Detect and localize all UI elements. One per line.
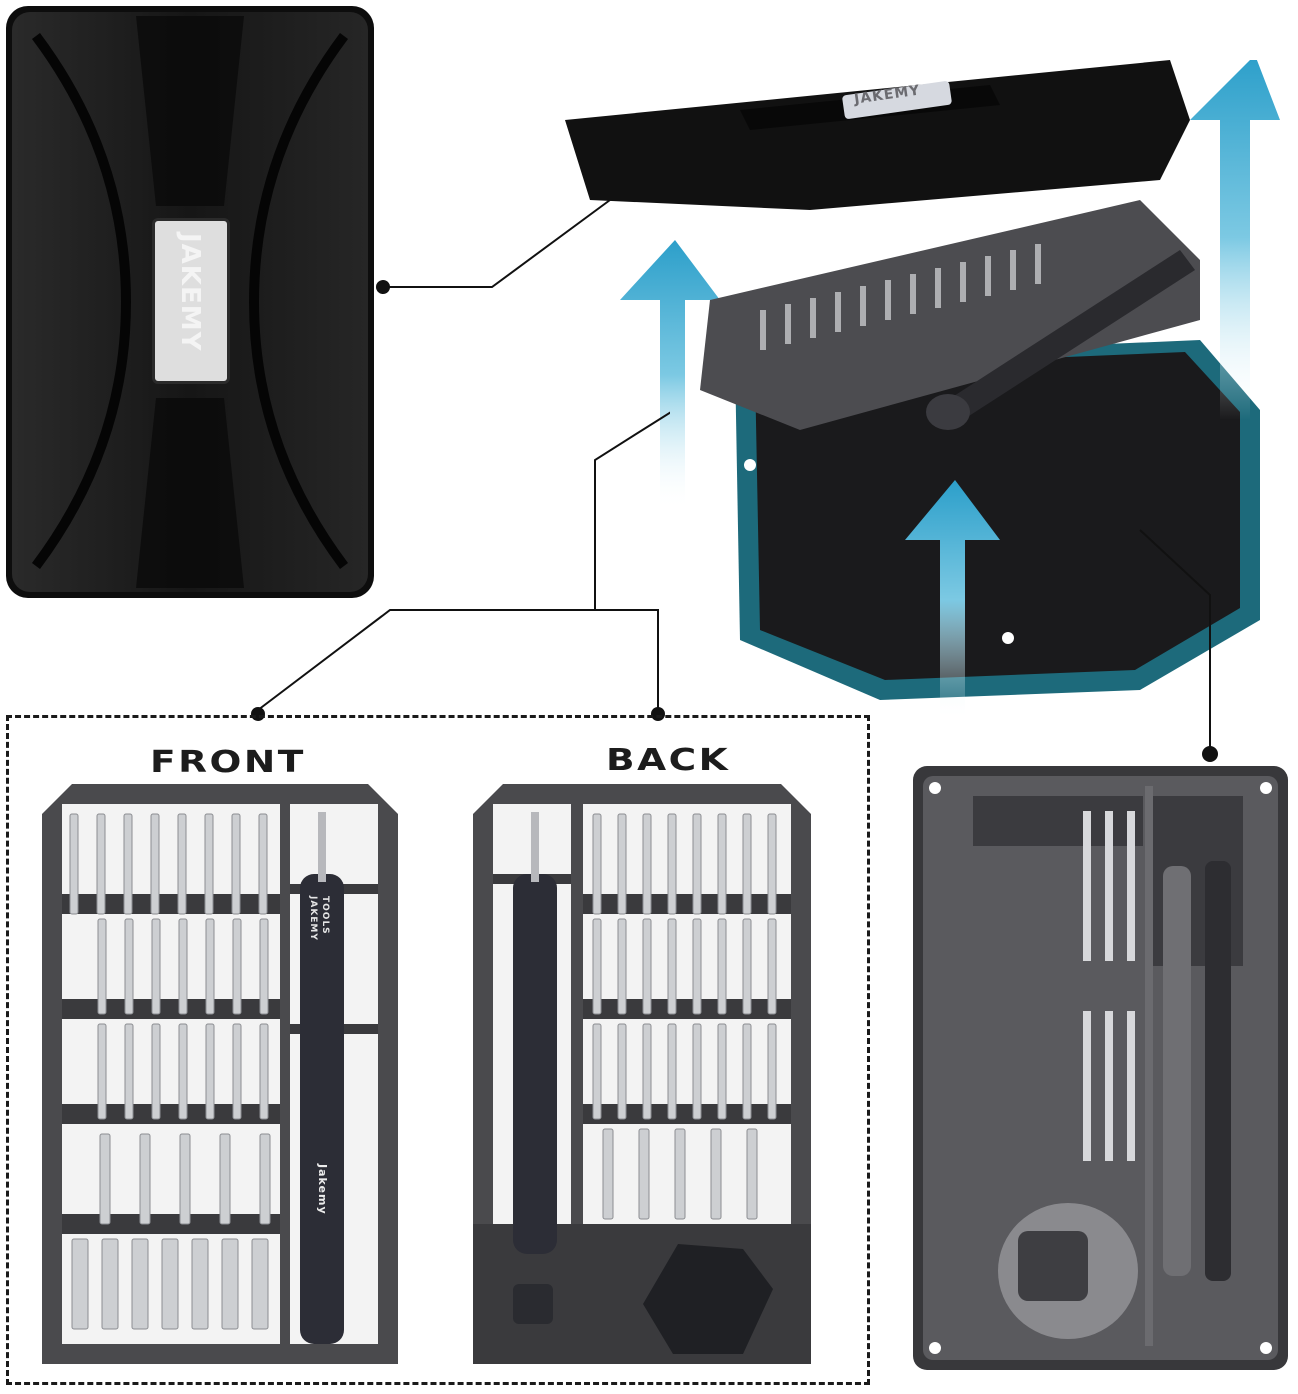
bit <box>617 813 627 915</box>
front-screwdriver-brand: JAKEMY <box>308 896 318 941</box>
bit <box>139 1133 151 1225</box>
bit <box>674 1128 686 1220</box>
bit <box>717 813 727 915</box>
bit <box>717 918 727 1015</box>
bit <box>602 1128 614 1220</box>
bit <box>767 813 777 915</box>
bit <box>97 918 107 1015</box>
tweezers <box>1163 866 1191 1276</box>
lid-brand-text: JAKEMY <box>175 233 205 352</box>
bit <box>71 1238 89 1330</box>
bit <box>96 813 106 915</box>
callout-base <box>1139 529 1218 762</box>
exploded-view: JAKEMY <box>560 60 1280 740</box>
bit <box>219 1133 231 1225</box>
bit <box>742 813 752 915</box>
bit <box>667 813 677 915</box>
bit <box>205 918 215 1015</box>
bit <box>177 813 187 915</box>
bit <box>592 918 602 1015</box>
bit <box>204 813 214 915</box>
bit <box>131 1238 149 1330</box>
bit <box>638 1128 650 1220</box>
base-tray <box>913 766 1288 1370</box>
bit <box>642 813 652 915</box>
bit <box>592 1023 602 1120</box>
bit <box>232 918 242 1015</box>
bit <box>692 1023 702 1120</box>
bit-tray-shape <box>700 200 1200 430</box>
bit <box>617 918 627 1015</box>
lid-top-badge <box>842 81 952 119</box>
bit <box>97 1023 107 1120</box>
bit <box>642 1023 652 1120</box>
bit <box>746 1128 758 1220</box>
front-screwdriver-brand-secondary: TOOLS <box>320 896 330 935</box>
bit <box>101 1238 119 1330</box>
back-tray <box>473 784 811 1364</box>
bit <box>178 918 188 1015</box>
bit <box>251 1238 269 1330</box>
opening-pick <box>643 1244 773 1354</box>
bit <box>742 1023 752 1120</box>
lid-shape <box>565 60 1190 210</box>
callout-lid <box>376 199 611 294</box>
bit <box>150 813 160 915</box>
bit <box>742 918 752 1015</box>
bit <box>259 1133 271 1225</box>
bit <box>179 1133 191 1225</box>
bit <box>124 1023 134 1120</box>
screwdriver-handle <box>940 250 1195 425</box>
closed-case: JAKEMY <box>6 6 374 598</box>
lift-arrow-center <box>905 480 1000 720</box>
bit <box>232 1023 242 1120</box>
bit <box>692 813 702 915</box>
lift-arrow-right <box>1190 60 1280 420</box>
front-tray: JAKEMY TOOLS Jakemy <box>42 784 398 1364</box>
base-tray-graphic <box>913 766 1288 1370</box>
bit <box>767 1023 777 1120</box>
bit <box>161 1238 179 1330</box>
bit <box>667 1023 677 1120</box>
front-label: FRONT <box>150 745 306 780</box>
bit <box>667 918 677 1015</box>
front-screwdriver <box>300 874 344 1344</box>
bit <box>123 813 133 915</box>
front-handle-brand: Jakemy <box>316 1164 329 1215</box>
bit <box>692 918 702 1015</box>
bit <box>592 813 602 915</box>
bit <box>205 1023 215 1120</box>
back-label: BACK <box>606 743 731 778</box>
bit <box>642 918 652 1015</box>
bit <box>191 1238 209 1330</box>
bit <box>69 813 79 915</box>
bit <box>710 1128 722 1220</box>
back-tray-graphic <box>473 784 811 1364</box>
bit <box>717 1023 727 1120</box>
back-screwdriver <box>513 874 557 1254</box>
bit <box>124 918 134 1015</box>
lid-brand-badge: JAKEMY <box>152 218 230 384</box>
callout-dot-base <box>1202 746 1218 762</box>
callout-trays <box>251 411 670 721</box>
bit <box>767 918 777 1015</box>
exploded-view-graphic <box>565 60 1280 720</box>
bit <box>259 918 269 1015</box>
bit <box>99 1133 111 1225</box>
front-back-frame <box>6 715 870 1385</box>
bit <box>221 1238 239 1330</box>
bit <box>258 813 268 915</box>
lift-arrow-left <box>620 240 720 510</box>
bit <box>151 918 161 1015</box>
bit <box>151 1023 161 1120</box>
bit <box>178 1023 188 1120</box>
bit <box>231 813 241 915</box>
bit <box>617 1023 627 1120</box>
extension-bar <box>1205 861 1231 1281</box>
front-tray-graphic <box>42 784 398 1364</box>
bit <box>259 1023 269 1120</box>
